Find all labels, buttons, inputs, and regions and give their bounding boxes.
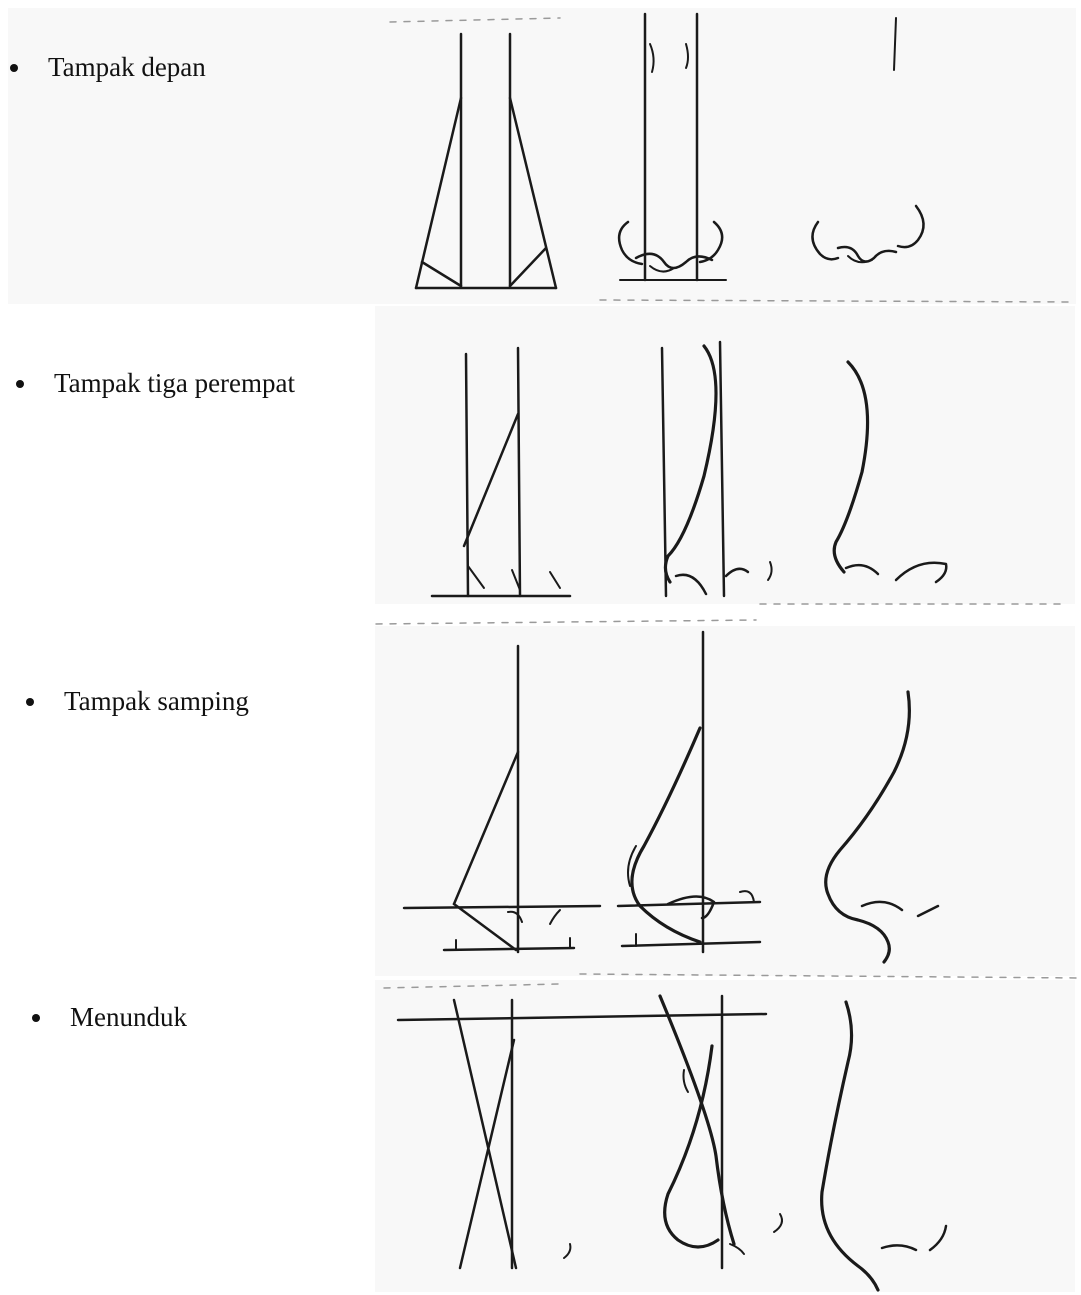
side-shaded-sketch	[618, 632, 760, 952]
front-final-sketch	[812, 18, 923, 262]
front-shaded-sketch	[619, 14, 726, 280]
side-construction-sketch	[404, 646, 600, 952]
three-quarter-final-sketch	[834, 362, 946, 582]
three-quarter-construction-sketch	[432, 348, 570, 596]
down-shaded-sketch	[660, 996, 782, 1268]
down-final-sketch	[822, 1002, 946, 1290]
three-quarter-shaded-sketch	[662, 342, 772, 596]
front-construction-sketch	[416, 34, 556, 288]
side-final-sketch	[826, 692, 938, 962]
